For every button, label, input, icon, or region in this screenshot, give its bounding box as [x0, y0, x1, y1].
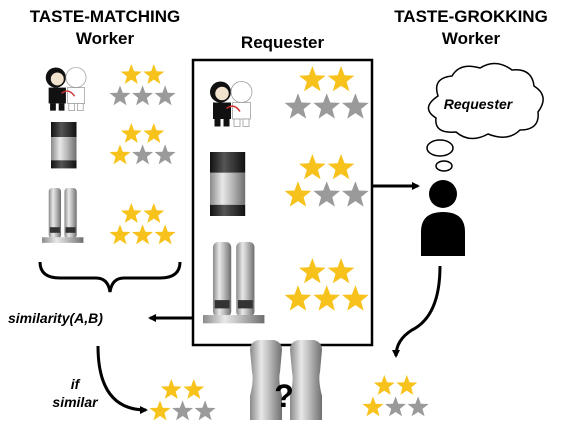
arrow-grokker-to-rating — [392, 265, 442, 358]
star-filled — [160, 379, 182, 399]
star-empty — [172, 400, 193, 421]
left-rating-1 — [109, 64, 176, 106]
star-filled — [120, 203, 142, 223]
question-mark: ? — [274, 378, 294, 414]
star-filled — [149, 400, 171, 421]
star-filled — [143, 203, 165, 223]
arrow-if-similar — [96, 345, 148, 414]
requester-rating-2 — [284, 154, 369, 207]
star-filled — [120, 123, 142, 143]
final-rating-right — [362, 375, 429, 417]
thought-bubble-label: Requester — [443, 96, 513, 112]
star-empty — [194, 400, 216, 421]
star-empty — [342, 181, 369, 207]
star-filled — [327, 154, 355, 180]
star-empty — [313, 93, 340, 119]
star-empty — [284, 93, 312, 119]
requester-rating-1 — [284, 66, 369, 119]
requester-item2-icon — [210, 152, 246, 216]
star-empty — [385, 396, 406, 417]
star-filled — [183, 379, 205, 399]
left-rating-2 — [109, 123, 176, 165]
star-filled — [284, 181, 312, 207]
star-empty — [407, 396, 429, 417]
salt-shaker-pair-icon — [250, 340, 322, 420]
star-empty — [132, 85, 153, 106]
item2-icon — [51, 122, 77, 169]
star-filled — [342, 285, 369, 311]
star-filled — [143, 123, 165, 143]
right-title-line2: Worker — [441, 29, 501, 48]
grouping-brace — [38, 261, 182, 293]
left-title-line1: TASTE-MATCHING — [29, 7, 181, 26]
star-filled — [373, 375, 395, 395]
star-filled — [299, 258, 326, 284]
star-filled — [109, 144, 131, 165]
final-rating-left — [149, 379, 216, 421]
star-empty — [132, 144, 153, 165]
star-filled — [143, 64, 165, 84]
requester-item3-icon — [203, 242, 265, 324]
left-rating-3 — [109, 203, 176, 245]
star-filled — [362, 396, 384, 417]
item3-icon — [42, 188, 84, 243]
star-filled — [313, 285, 340, 311]
star-filled — [327, 258, 355, 284]
star-empty — [313, 181, 340, 207]
star-filled — [396, 375, 418, 395]
requester-rating-3 — [284, 258, 369, 311]
star-empty — [342, 93, 369, 119]
similarity-label: similarity(A,B) — [8, 310, 103, 326]
star-filled — [284, 285, 312, 311]
star-filled — [299, 154, 326, 180]
star-filled — [327, 66, 355, 92]
thought-bubble-icon — [426, 62, 544, 172]
person-icon — [421, 180, 465, 256]
star-filled — [299, 66, 326, 92]
star-filled — [154, 224, 176, 245]
left-title-line2: Worker — [75, 29, 135, 48]
similar-label: similar — [52, 394, 98, 410]
star-empty — [154, 85, 176, 106]
center-title: Requester — [240, 33, 325, 52]
stars-layer — [109, 64, 429, 421]
right-title-line1: TASTE-GROKKING — [394, 7, 548, 26]
star-empty — [109, 85, 131, 106]
star-filled — [109, 224, 131, 245]
star-filled — [120, 64, 142, 84]
requester-box — [191, 58, 374, 347]
item1-icon — [45, 67, 87, 111]
requester-item1-icon — [210, 81, 253, 127]
star-empty — [154, 144, 176, 165]
star-filled — [132, 224, 153, 245]
if-label: if — [70, 376, 80, 392]
